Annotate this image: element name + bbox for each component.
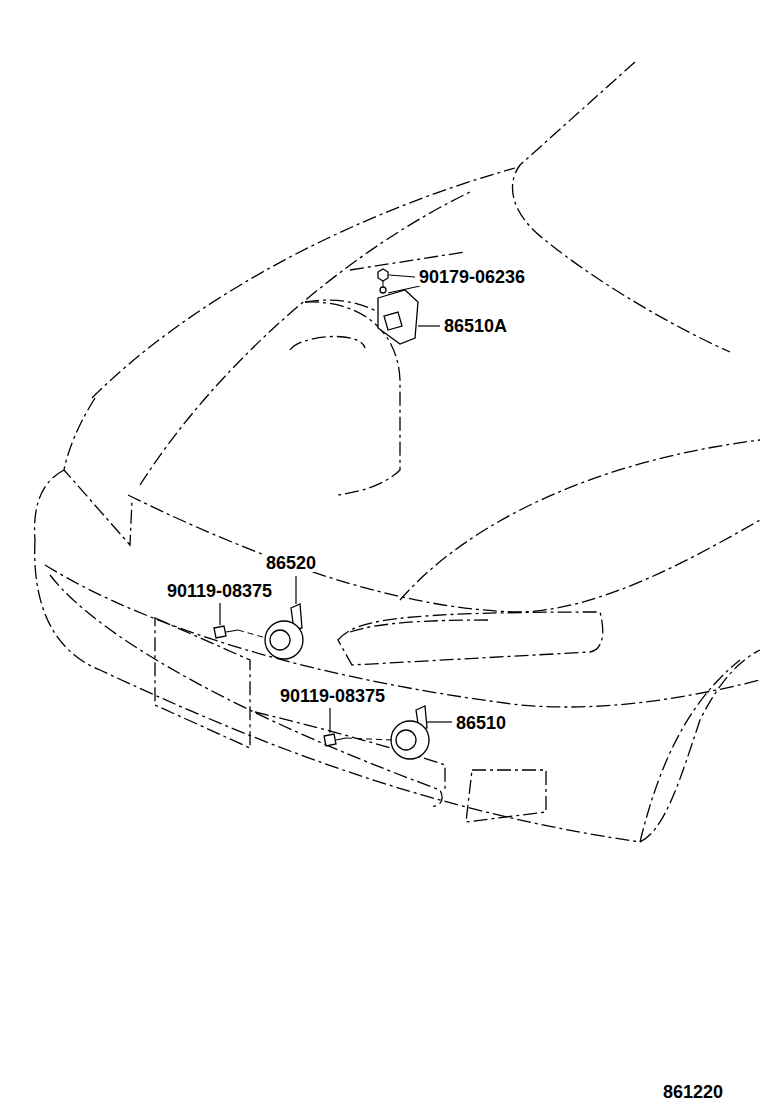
relay-bracket — [378, 290, 418, 344]
figure-number: 861220 — [662, 1083, 724, 1101]
horn-symbol-inner — [396, 730, 416, 750]
nut-symbol — [378, 269, 388, 281]
bolt-symbol — [214, 626, 226, 638]
right-fender-edge — [640, 660, 740, 842]
assembly-line — [238, 630, 266, 638]
assembly-line — [383, 281, 384, 287]
bumper-groove — [50, 575, 442, 806]
part-number: 90119-08375 — [166, 582, 273, 600]
fog-light — [466, 770, 546, 822]
part-number: 86510 — [455, 714, 507, 732]
part-number: 86510A — [443, 317, 508, 335]
leader-line — [295, 576, 296, 604]
relay-detail — [384, 312, 402, 330]
fender-line — [400, 440, 760, 600]
bumper-outline — [35, 540, 760, 842]
left-front-corner — [35, 470, 64, 540]
hood-front-edge — [128, 495, 760, 612]
part-number: 86520 — [265, 554, 317, 572]
relay-stud — [380, 287, 386, 293]
assembly-line — [346, 738, 392, 740]
horn-symbol — [265, 621, 303, 659]
horn-symbol-inner — [270, 630, 290, 650]
bolt-symbol — [324, 734, 336, 746]
strut-tower — [290, 336, 365, 350]
bumper-upper-line — [45, 565, 760, 707]
leader-line — [329, 708, 330, 733]
leader-line — [389, 275, 415, 277]
windshield-edge — [512, 62, 730, 352]
hood-crease — [140, 192, 470, 485]
part-number: 90119-08375 — [279, 687, 386, 705]
right-headlight — [338, 612, 603, 665]
right-headlight-inner — [350, 620, 490, 632]
leader-line — [426, 721, 452, 722]
bolt-shank — [336, 738, 346, 740]
bolt-shank — [226, 630, 238, 632]
part-number: 90179-06236 — [418, 268, 526, 286]
horn-symbol — [391, 721, 429, 759]
leader-line — [388, 286, 420, 293]
leader-line — [219, 603, 220, 625]
left-headlight — [64, 398, 132, 545]
leader-line — [418, 325, 440, 326]
license-plate — [155, 618, 250, 748]
bumper-lower-line — [255, 712, 445, 790]
